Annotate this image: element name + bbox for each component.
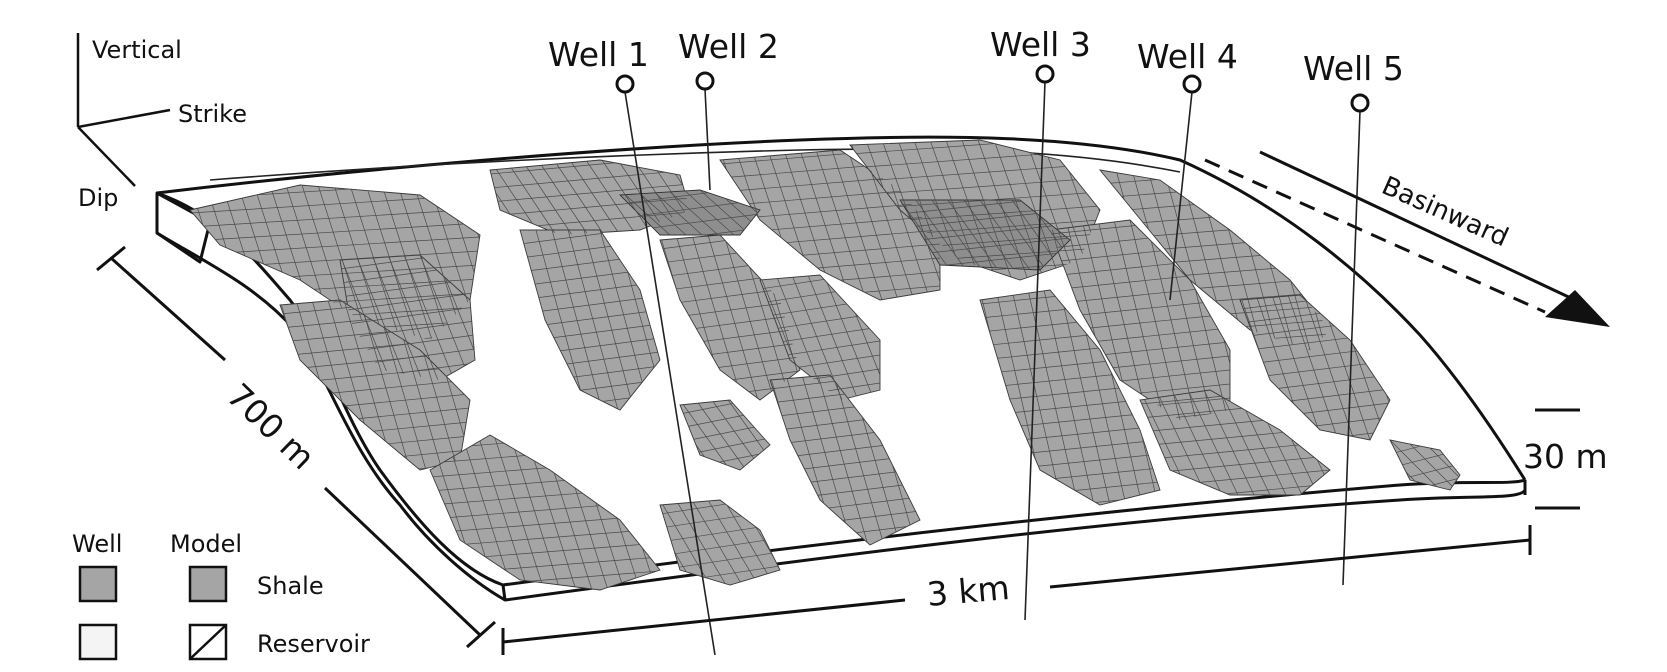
shale-body: [659, 499, 781, 586]
strike-axis-line: [77, 108, 171, 129]
legend-well-reservoir-swatch: [78, 623, 118, 661]
basinward-label: Basinward: [1377, 171, 1512, 253]
well-label: Well 2: [678, 27, 779, 66]
well-label: Well 4: [1137, 37, 1238, 76]
wellhead-marker: [1035, 64, 1055, 84]
strike-length-label: 3 km: [925, 568, 1011, 614]
dip-length-label: 700 m: [219, 376, 322, 477]
wellhead-marker: [1350, 93, 1370, 113]
shale-body: [429, 434, 661, 591]
dip-dimension-line-upper: [109, 256, 227, 362]
strike-dimension-line-right: [1049, 538, 1531, 589]
legend-well-header: Well: [72, 530, 122, 558]
well-label: Well 5: [1303, 49, 1404, 88]
legend-model-shale-swatch: [188, 565, 228, 603]
well-trajectory: [1342, 110, 1361, 586]
model-back-inner-edge: [209, 148, 1181, 181]
wellhead-marker: [615, 74, 635, 94]
basinward-arrow-shaft: [1259, 150, 1576, 302]
shale-body: [759, 274, 881, 401]
shale-body: [769, 374, 921, 546]
basin-edge-dashed-line: [1204, 158, 1546, 314]
model-back-top-edge: [156, 135, 1527, 481]
dip-axis-line: [77, 126, 136, 187]
legend: Well Model Shale Reservoir: [72, 530, 370, 661]
well-label: Well 3: [990, 25, 1091, 64]
vertical-axis-label: Vertical: [92, 36, 182, 64]
basinward-arrow-head: [1545, 290, 1610, 327]
shale-body: [1389, 439, 1461, 491]
shale-body: [1239, 294, 1391, 441]
shale-body: [979, 289, 1161, 506]
model-front-corner-edge: [501, 584, 507, 601]
wellhead-marker: [1182, 74, 1202, 94]
legend-reservoir-label: Reservoir: [257, 630, 370, 658]
dip-axis-label: Dip: [78, 184, 118, 212]
legend-well-shale-swatch: [78, 565, 118, 603]
wells: Well 1 Well 2 Well 3 Well 4 Well 5: [548, 25, 1404, 656]
shale-body: [519, 229, 661, 411]
legend-shale-label: Shale: [257, 572, 324, 600]
legend-model-reservoir-diagonal: [189, 624, 227, 660]
dip-dimension-tick-bottom: [466, 620, 496, 649]
wellhead-marker: [695, 71, 715, 91]
well-label: Well 1: [548, 35, 649, 74]
well-trajectory: [1169, 91, 1193, 301]
strike-dimension-line-left: [502, 598, 906, 644]
shale-body: [679, 399, 771, 471]
thickness-label: 30 m: [1523, 437, 1608, 476]
model-front-top-edge: [156, 191, 1526, 587]
axes-indicator: Vertical Strike Dip: [76, 33, 247, 212]
well-trajectory: [624, 91, 716, 656]
legend-model-header: Model: [170, 530, 242, 558]
well-trajectory: [704, 88, 711, 191]
strike-axis-label: Strike: [178, 100, 247, 128]
dip-dimension-line-lower: [323, 486, 482, 637]
well-trajectory: [1024, 81, 1046, 621]
